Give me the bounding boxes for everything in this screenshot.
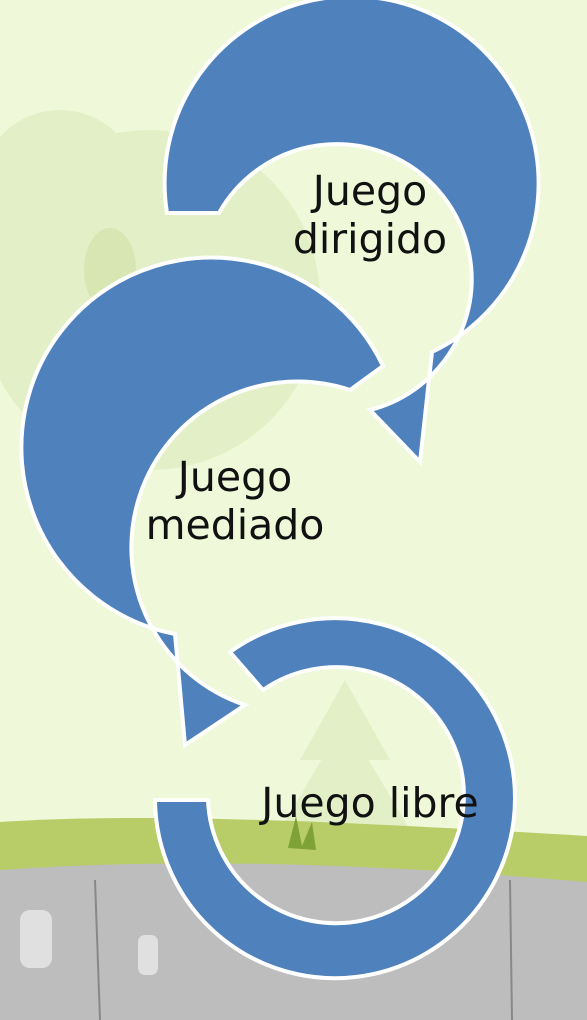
grass-tuft xyxy=(288,816,316,850)
arrow-mediado-to-libre xyxy=(19,255,386,749)
step-label-line: mediado xyxy=(145,500,325,549)
step-label-line: Juego xyxy=(177,453,293,501)
step-label-juego-libre: Juego libre xyxy=(225,779,515,828)
road-block xyxy=(20,910,52,968)
arrow-libre-loop xyxy=(152,616,517,981)
step-label-line: Juego xyxy=(312,167,428,215)
step-label-juego-dirigido: Juego dirigido xyxy=(255,167,485,263)
road-line xyxy=(94,879,101,1020)
road-block xyxy=(138,935,158,975)
road-line xyxy=(509,879,513,1020)
step-label-line: dirigido xyxy=(292,214,448,263)
arrow-dirigido-to-mediado xyxy=(162,0,541,467)
step-label-juego-mediado: Juego mediado xyxy=(115,453,355,549)
cycle-arrows xyxy=(19,0,541,981)
step-label-line: Juego libre xyxy=(261,779,479,827)
